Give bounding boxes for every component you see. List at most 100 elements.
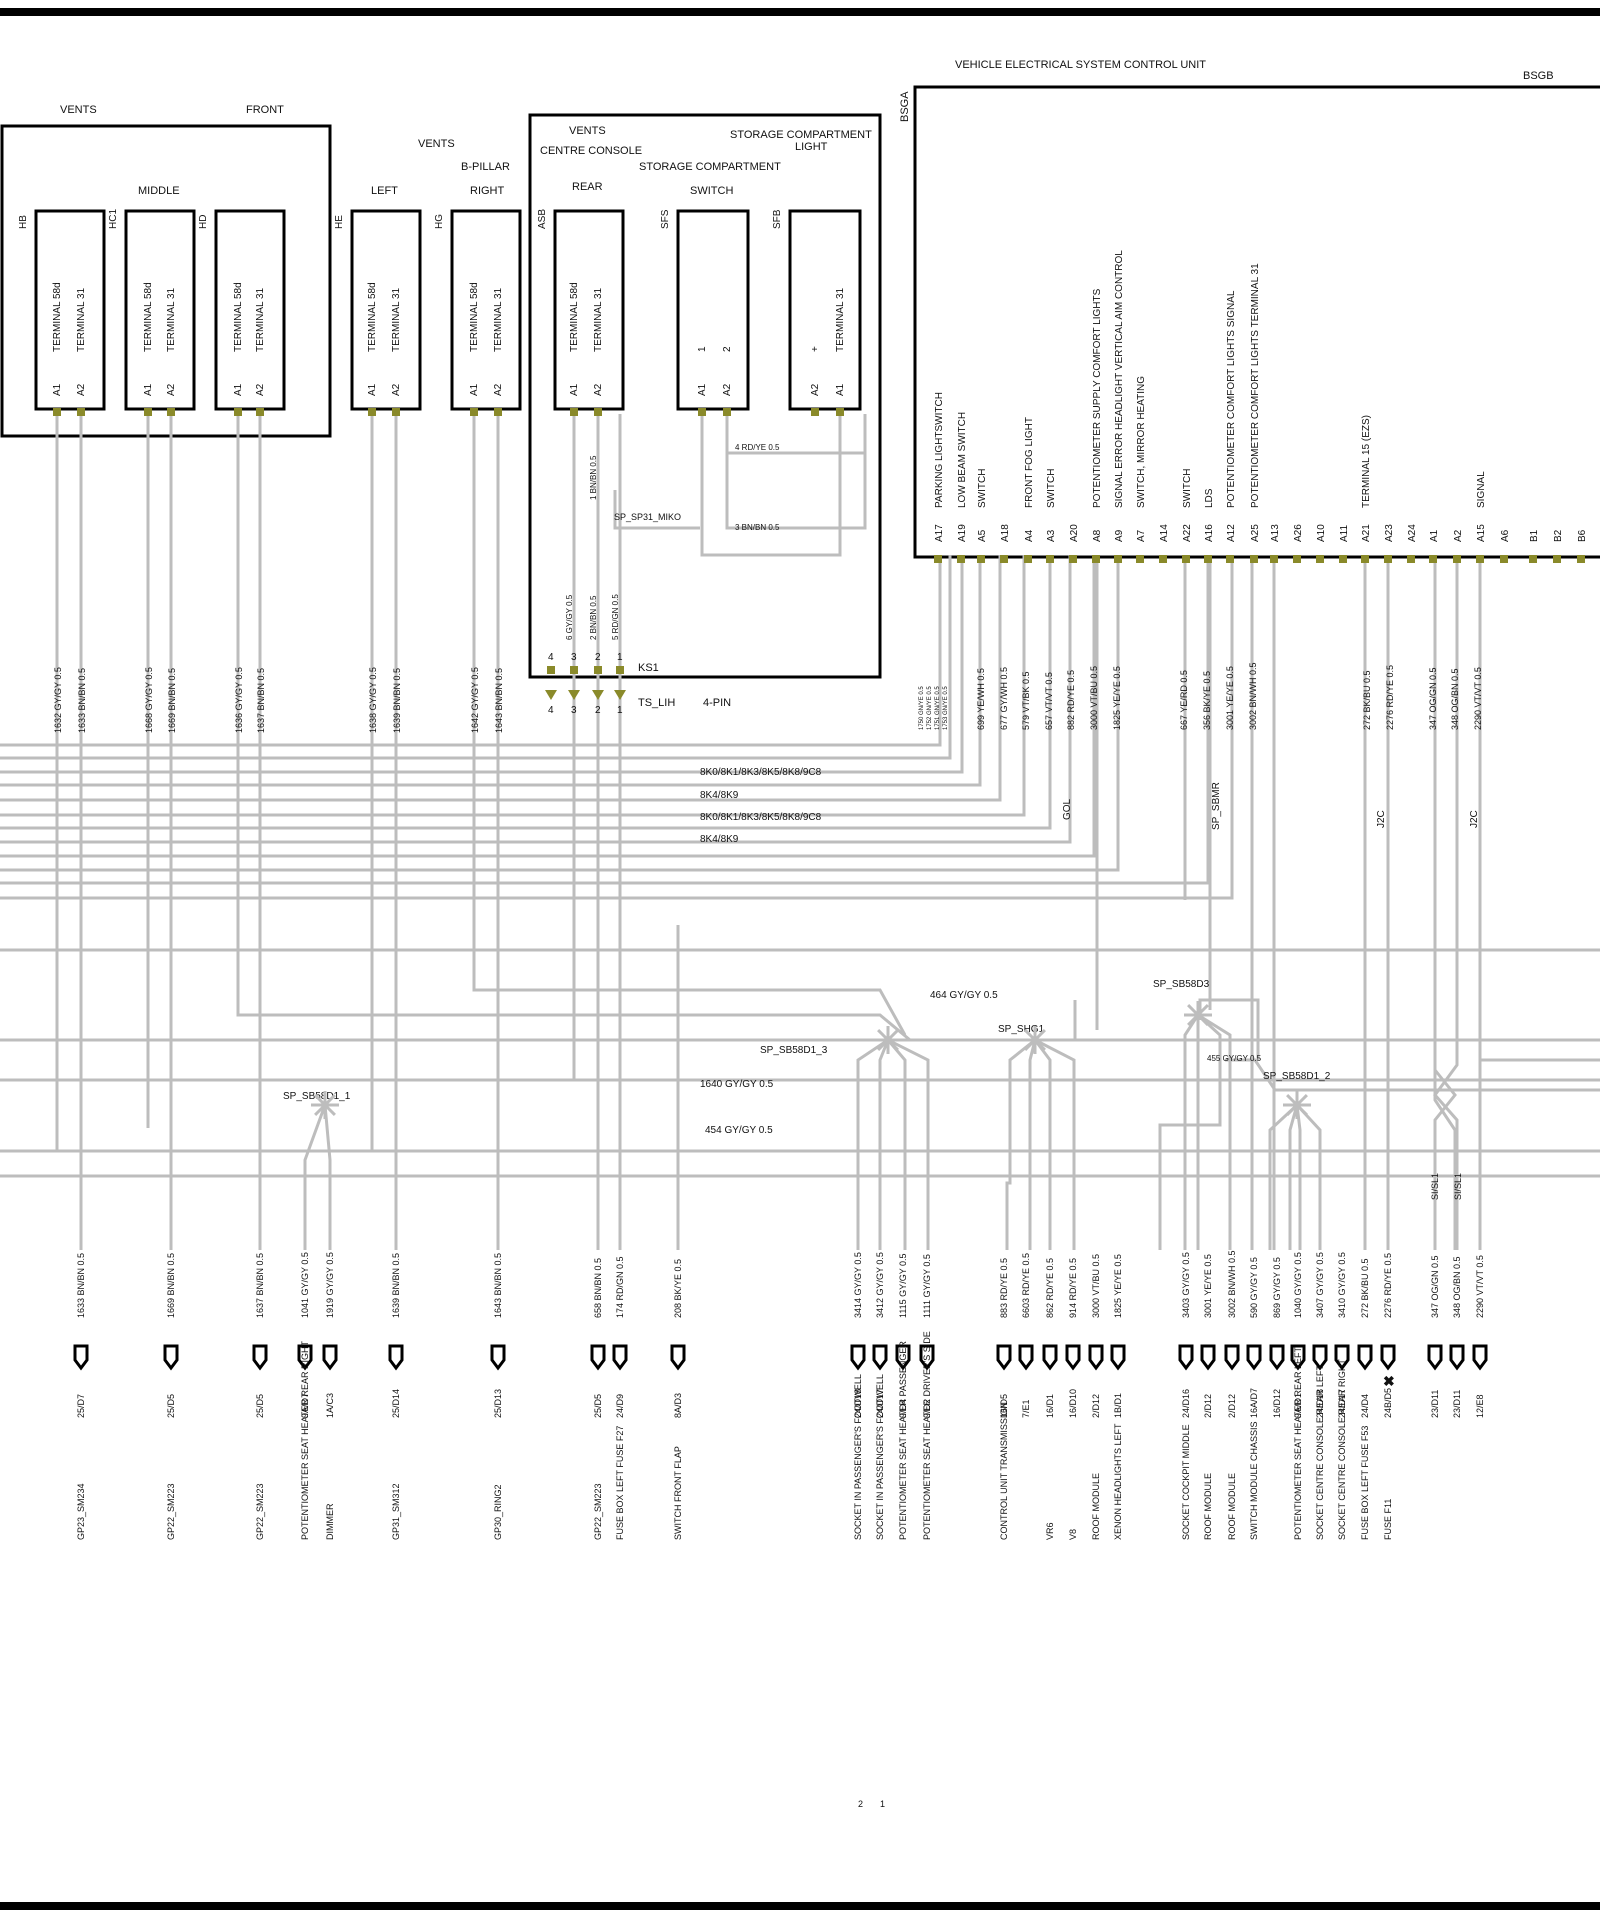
pin-contact [392, 408, 400, 416]
control-unit-title: VEHICLE ELECTRICAL SYSTEM CONTROL UNIT [955, 59, 1206, 71]
pin-contact [167, 408, 175, 416]
bsg-wire-label: 3002 BN/WH 0.5 [1248, 662, 1258, 730]
connector-id-sfs: SFS [660, 209, 671, 229]
connector-hg [450, 209, 522, 411]
ks1-contact [570, 666, 578, 674]
output-destination: FUSE BOX LEFT FUSE F53 [1360, 1426, 1370, 1540]
output-terminal [1449, 1344, 1465, 1371]
top-border [0, 8, 1600, 16]
bsg-pin: A5 [977, 529, 988, 542]
output-wire-label: 658 BN/BN 0.5 [593, 1258, 603, 1318]
output-terminal [1065, 1344, 1081, 1371]
pin-contact [234, 408, 242, 416]
bsg-pin-function: SWITCH [977, 469, 988, 508]
pin-label: A1 [52, 383, 63, 396]
label-switch: SWITCH [690, 185, 733, 197]
bsg-pin: A7 [1136, 529, 1147, 542]
bus-label: 8K4/8K9 [700, 790, 739, 801]
output-pin: 12/E8 [1475, 1394, 1485, 1418]
output-terminal [297, 1344, 313, 1371]
bsg-pin-contact [1024, 555, 1032, 563]
output-destination: GP22_SM223 [255, 1483, 265, 1540]
pin-contact [256, 408, 264, 416]
pin-contact [836, 408, 844, 416]
output-terminal [670, 1344, 686, 1371]
output-terminal [388, 1344, 404, 1371]
bsg-wire-label: 667 YE/RD 0.5 [1179, 670, 1189, 730]
output-wire-label: 348 OG/BN 0.5 [1452, 1256, 1462, 1318]
ts-lih-contact [614, 690, 626, 700]
bsg-pin-contact [1250, 555, 1258, 563]
pin-label: A1 [569, 383, 580, 396]
bsg-pin-function: SWITCH [1182, 469, 1193, 508]
connector-id-hg: HG [434, 214, 445, 229]
bsg-pin-contact [1046, 555, 1054, 563]
label-centre-console: CENTRE CONSOLE [540, 145, 642, 157]
output-destination: POTENTIOMETER SEAT HEATER DRIVER'S SIDE [922, 1331, 932, 1540]
output-terminal [1224, 1344, 1240, 1371]
output-destination: ROOF MODULE [1227, 1473, 1237, 1540]
pin-label: A1 [697, 383, 708, 396]
label-vents-2: VENTS [418, 138, 455, 150]
terminal-label: TERMINAL 58d [367, 282, 378, 352]
ts-lih-pin: 2 [595, 705, 601, 716]
pin-contact [144, 408, 152, 416]
output-terminal [1018, 1344, 1034, 1371]
splice-label: SP_SB58D1_2 [1263, 1071, 1331, 1082]
output-terminal [490, 1344, 506, 1371]
output-destination: CONTROL UNIT TRANSMISSION [999, 1402, 1009, 1540]
output-terminal [252, 1344, 268, 1371]
output-destination: SOCKET IN PASSENGER'S FOOTWELL [853, 1374, 863, 1540]
bsg-pin-function: SIGNAL [1476, 471, 1487, 508]
output-terminal [590, 1344, 606, 1371]
output-terminal [1334, 1344, 1350, 1371]
bsg-pin-contact [1361, 555, 1369, 563]
bsg-pin-contact [1204, 555, 1212, 563]
bsg-wire-label: 272 BK/BU 0.5 [1362, 670, 1372, 730]
bsg-pin-function: POTENTIOMETER SUPPLY COMFORT LIGHTS [1092, 288, 1103, 508]
top-wire-label: 1633 BN/BN 0.5 [77, 668, 87, 733]
output-terminal [1178, 1344, 1194, 1371]
bsg-pin-contact [1316, 555, 1324, 563]
bsg-pin: A13 [1270, 524, 1281, 542]
output-terminal [919, 1344, 935, 1371]
output-wire-label: 862 RD/YE 0.5 [1045, 1258, 1055, 1318]
ts-lih-contact [545, 690, 557, 700]
bsg-pin: A6 [1500, 529, 1511, 542]
label-bsgb: BSGB [1523, 70, 1554, 82]
output-wire-label: 3407 GY/GY 0.5 [1315, 1252, 1325, 1318]
output-wire-label: 914 RD/YE 0.5 [1068, 1258, 1078, 1318]
output-pin: 16/D10 [1068, 1389, 1078, 1418]
pin-contact [698, 408, 706, 416]
vents-front-box [0, 85, 1600, 679]
output-destination: V8 [1068, 1529, 1078, 1540]
bsg-pin-contact [1453, 555, 1461, 563]
bsg-pin-contact [1114, 555, 1122, 563]
bsg-pin-contact [934, 555, 942, 563]
output-pin: 25/D13 [493, 1389, 503, 1418]
terminal-label: 2 [722, 346, 733, 352]
output-destination: GP22_SM223 [593, 1483, 603, 1540]
bsg-pin-contact [1069, 555, 1077, 563]
x-mark-icon: ✖ [1383, 1373, 1395, 1389]
output-pin: 23/D11 [1430, 1390, 1440, 1418]
top-wire-label: 1639 BN/BN 0.5 [392, 668, 402, 733]
pin-label: A2 [722, 383, 733, 396]
terminal-label: TERMINAL 58d [143, 282, 154, 352]
bsg-pin: A9 [1114, 529, 1125, 542]
splice-node [874, 1026, 902, 1054]
pin-label: A2 [76, 383, 87, 396]
output-destination: FUSE BOX LEFT FUSE F27 [615, 1426, 625, 1540]
output-terminal [1088, 1344, 1104, 1371]
bsg-wire-label: 657 VT/VT 0.5 [1044, 672, 1054, 730]
splice-node [1184, 1001, 1212, 1029]
ks1-pin: 1 [617, 652, 623, 663]
bsg-pin-contact [1000, 555, 1008, 563]
connector-id-hb: HB [18, 215, 29, 229]
output-terminal [1380, 1344, 1396, 1371]
mid-wire-label: 1640 GY/GY 0.5 [700, 1079, 774, 1090]
label-storage-light-1: STORAGE COMPARTMENT [730, 129, 872, 141]
output-pin: 24/D4 [1360, 1394, 1370, 1418]
bsg-pin-contact [1339, 555, 1347, 563]
label-ts-lih: TS_LIH [638, 697, 675, 709]
